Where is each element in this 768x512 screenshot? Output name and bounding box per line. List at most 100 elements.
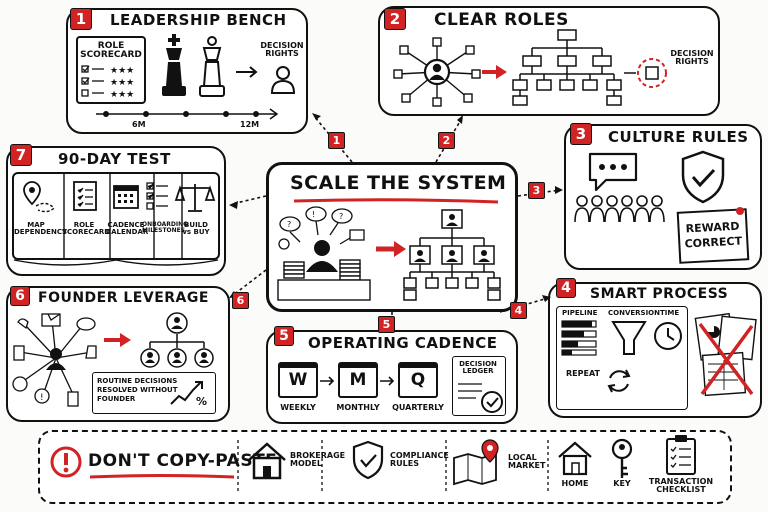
book-label: CADENCE CALENDAR	[106, 221, 149, 237]
speech-bubble-icon	[588, 152, 638, 192]
shield-check-icon	[681, 150, 725, 204]
connector-badge: 3	[528, 182, 545, 199]
arrow-right-icon	[104, 333, 131, 347]
person-icon	[270, 66, 296, 94]
footer-label: LOCAL MARKET	[508, 453, 546, 471]
book-label: BUILD vs BUY	[182, 221, 210, 237]
timeline-label-12m: 12M	[240, 120, 260, 129]
svg-text:!: !	[312, 210, 315, 219]
calendar-icon	[113, 185, 139, 209]
footer-bar	[38, 430, 732, 504]
cadence-label-monthly: MONTHLY	[336, 403, 380, 412]
panel-title: SMART PROCESS	[590, 286, 729, 302]
team-group-icon	[574, 195, 665, 223]
crossed-out-documents-icon	[694, 312, 757, 397]
arrow-right-icon	[236, 66, 258, 78]
calendar-letter: W	[288, 370, 308, 390]
warning-label: DON'T COPY-PASTE	[88, 451, 278, 471]
connector-badge: 6	[232, 292, 249, 309]
house-icon	[248, 442, 286, 480]
warning-underline	[89, 474, 235, 479]
overloaded-founder-icon: !	[12, 313, 97, 407]
badge-number: 4	[556, 278, 576, 298]
decision-rights-marker	[624, 58, 667, 88]
clipboard-icon	[666, 435, 696, 475]
pipeline-bars-icon	[561, 320, 597, 356]
percent-label: %	[196, 395, 208, 408]
book-label: MAP DEPENDENCY	[14, 221, 68, 237]
timeline	[96, 108, 279, 120]
org-chart-icon	[512, 29, 622, 106]
ledger-check-icon	[458, 383, 503, 413]
badge-number: 5	[274, 326, 294, 346]
footer-label: HOME	[561, 479, 589, 488]
svg-text:?: ?	[287, 220, 291, 229]
badge-number: 3	[570, 123, 592, 145]
center-title: SCALE THE SYSTEM	[290, 172, 507, 194]
scorecard-checklist-icon	[73, 181, 97, 211]
panel-title: 90-DAY TEST	[58, 150, 171, 168]
svg-text:!: !	[40, 393, 44, 403]
svg-text:★★★: ★★★	[110, 90, 134, 100]
footer-label: KEY	[613, 479, 631, 488]
connector-badge: 1	[328, 132, 345, 149]
arrow-right-icon	[482, 65, 507, 79]
svg-text:★★★: ★★★	[110, 66, 134, 76]
panel-title: OPERATING CADENCE	[308, 334, 498, 352]
calendar-weekly: W	[278, 362, 318, 398]
pushpin-icon	[736, 207, 744, 215]
calendar-letter: M	[349, 370, 367, 390]
pipeline-label: PIPELINE	[562, 309, 598, 317]
key-icon	[611, 438, 633, 478]
calendar-quarterly: Q	[398, 362, 438, 398]
home-icon	[558, 441, 592, 476]
svg-text:★★★: ★★★	[110, 78, 134, 88]
footer-label: COMPLIANCE RULES	[390, 451, 449, 469]
arrow-right-icon	[376, 241, 406, 257]
footer-label: BROKERAGE MODEL	[290, 451, 346, 469]
panel-title: CULTURE RULES	[608, 128, 749, 146]
panel-title: CLEAR ROLES	[434, 10, 569, 30]
milestones-checklist-icon	[146, 182, 168, 210]
scorecard-checklist-icon: ★★★ ★★★ ★★★	[81, 65, 134, 100]
balance-scale-icon	[174, 184, 216, 212]
connector-badge: 5	[378, 316, 395, 333]
decision-rights-label: DECISION RIGHTS	[260, 41, 304, 59]
busy-founder-desk-icon: !??	[277, 206, 371, 301]
svg-text:?: ?	[339, 212, 343, 221]
connector-badge: 2	[438, 132, 455, 149]
badge-number: 7	[10, 144, 32, 166]
warning-icon	[50, 446, 82, 478]
decision-rights-label: DECISION RIGHTS	[670, 49, 714, 67]
org-chart-icon	[403, 209, 501, 301]
routine-decisions-label: ROUTINE DECISIONS RESOLVED WITHOUT FOUND…	[97, 377, 178, 404]
calendar-letter: Q	[410, 370, 426, 390]
title-underline	[293, 198, 499, 204]
trend-up-icon	[170, 381, 203, 405]
book-pages	[13, 172, 219, 266]
timeline-label-6m: 6M	[132, 120, 146, 129]
book-label: ROLE SCORECARD	[62, 221, 111, 237]
calendar-monthly: M	[338, 362, 378, 398]
connector-badge: 4	[510, 302, 527, 319]
panel-title: FOUNDER LEVERAGE	[38, 290, 209, 306]
badge-number: 1	[70, 8, 92, 30]
clock-icon	[654, 322, 682, 350]
badge-number: 2	[384, 8, 406, 30]
book-label: ONBOARDING MILESTONES	[142, 221, 189, 235]
footer-label: TRANSACTION CHECKLIST	[648, 477, 714, 495]
repeat-icon	[607, 369, 631, 393]
badge-number: 6	[10, 286, 30, 306]
repeat-label: REPEAT	[566, 369, 600, 378]
conversion-funnel-icon	[611, 321, 647, 355]
chess-king-icon	[162, 34, 186, 96]
shield-check-icon	[352, 440, 384, 480]
conversion-label: CONVERSION	[608, 309, 660, 317]
cadence-label-quarterly: QUARTERLY	[392, 403, 444, 412]
panel-title: LEADERSHIP BENCH	[110, 11, 287, 29]
arrow-right-icon	[320, 376, 335, 386]
routine-decisions-card: ROUTINE DECISIONS RESOLVED WITHOUT FOUND…	[92, 372, 216, 414]
map-pin-icon	[453, 439, 499, 486]
